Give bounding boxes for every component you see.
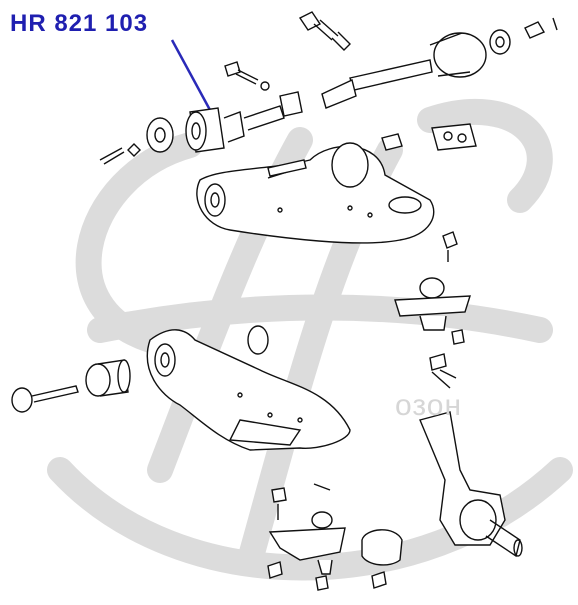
lower-arm-bushing <box>11 359 131 413</box>
bump-stop <box>361 529 403 589</box>
small-bolt <box>224 61 270 91</box>
upper-control-arm <box>196 142 435 244</box>
lower-control-arm <box>146 325 351 451</box>
watermark-text: озон <box>395 389 463 422</box>
upper-ball-joint <box>394 231 471 389</box>
small-parts <box>381 123 477 151</box>
steering-knuckle <box>419 411 523 558</box>
leader-line <box>170 39 212 111</box>
part-number-label: HR 821 103 <box>10 10 149 37</box>
upper-arm-bushing <box>99 91 303 165</box>
lower-ball-joint <box>267 487 346 591</box>
upper-arm-shaft <box>321 17 558 109</box>
upper-cam-bolt <box>298 11 351 51</box>
misc-fasteners <box>267 159 457 491</box>
